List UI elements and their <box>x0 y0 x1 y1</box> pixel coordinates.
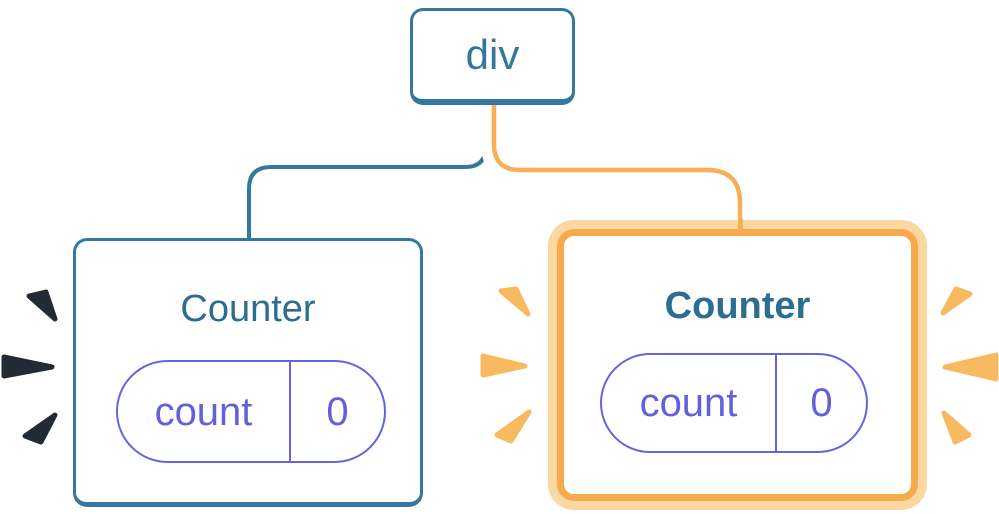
burst-ray-orange-middle-left-icon <box>480 353 528 378</box>
burst-ray-orange-bottom-left-icon <box>494 409 532 444</box>
state-key-label: count <box>639 381 738 425</box>
state-pill-left: count 0 <box>116 360 386 463</box>
edge-root-to-left-counter <box>247 101 488 240</box>
burst-ray-dark-bottom-icon <box>22 412 58 445</box>
burst-ray-dark-middle-icon <box>1 354 55 379</box>
counter-card-left: Counter count 0 <box>73 238 423 507</box>
state-value-label: 0 <box>326 389 349 434</box>
state-pill-right: count 0 <box>600 353 868 453</box>
burst-ray-orange-bottom-right-icon <box>941 410 972 445</box>
burst-rays-left-counter <box>1 289 58 445</box>
state-key-cell: count <box>118 362 291 461</box>
root-node-label: div <box>465 31 520 78</box>
counter-card-right-highlight-ring: Counter count 0 <box>548 220 927 510</box>
counter-title-right: Counter <box>664 285 811 327</box>
burst-ray-dark-top-icon <box>26 289 58 322</box>
state-key-cell: count <box>602 355 777 451</box>
edge-right-white-casing <box>481 101 753 225</box>
burst-rays-right-counter-left <box>480 286 532 444</box>
counter-title-left: Counter <box>180 288 316 330</box>
burst-ray-orange-top-right-icon <box>940 286 973 316</box>
state-value-cell: 0 <box>291 362 384 461</box>
state-value-label: 0 <box>810 381 833 425</box>
edge-root-to-right-counter <box>491 101 743 225</box>
tree-root-node: div <box>410 8 575 105</box>
burst-ray-orange-top-left-icon <box>498 286 531 317</box>
burst-rays-right-counter-right <box>940 286 999 445</box>
connector-ring-cross-strip <box>738 219 743 230</box>
burst-ray-orange-middle-right-icon <box>942 352 999 382</box>
state-key-label: count <box>154 389 253 434</box>
state-value-cell: 0 <box>777 355 866 451</box>
